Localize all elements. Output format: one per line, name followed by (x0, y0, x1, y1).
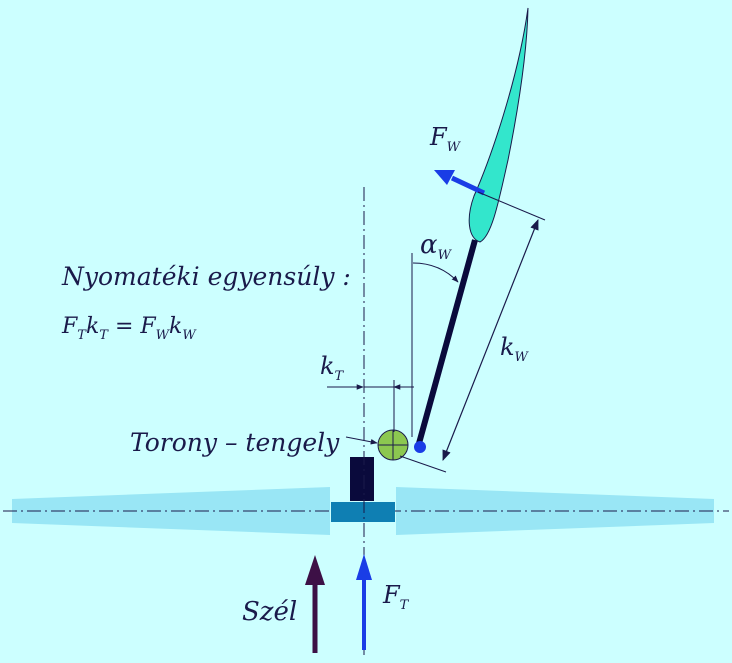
ft-arrowhead (356, 554, 372, 580)
kw-dimension-arrow (442, 218, 539, 462)
balance-title: Nyomatéki egyensúly : (61, 262, 351, 291)
kw-extension-bottom (399, 455, 447, 473)
kw-extension-top (477, 191, 546, 221)
fw-arrow-shaft (450, 175, 486, 196)
wind-arrowhead (305, 555, 325, 585)
nacelle (350, 457, 374, 501)
fw-label: FW (429, 123, 462, 155)
vane-pivot (414, 441, 426, 453)
vane-fin (468, 7, 529, 243)
fw-arrowhead (434, 170, 455, 185)
alpha-label: αW (420, 230, 453, 263)
hub (331, 502, 395, 522)
kt-label: kT (320, 352, 345, 384)
kw-label: kW (500, 333, 530, 365)
ft-label: FT (382, 581, 410, 613)
vane-arm (415, 239, 478, 448)
wind-label: Szél (242, 597, 297, 627)
balance-equation: FTkT = FWkW (61, 314, 197, 343)
alpha-arc (412, 262, 459, 283)
tower-axis-pointer (345, 436, 378, 445)
tower-axis-label: Torony – tengely (130, 428, 340, 457)
